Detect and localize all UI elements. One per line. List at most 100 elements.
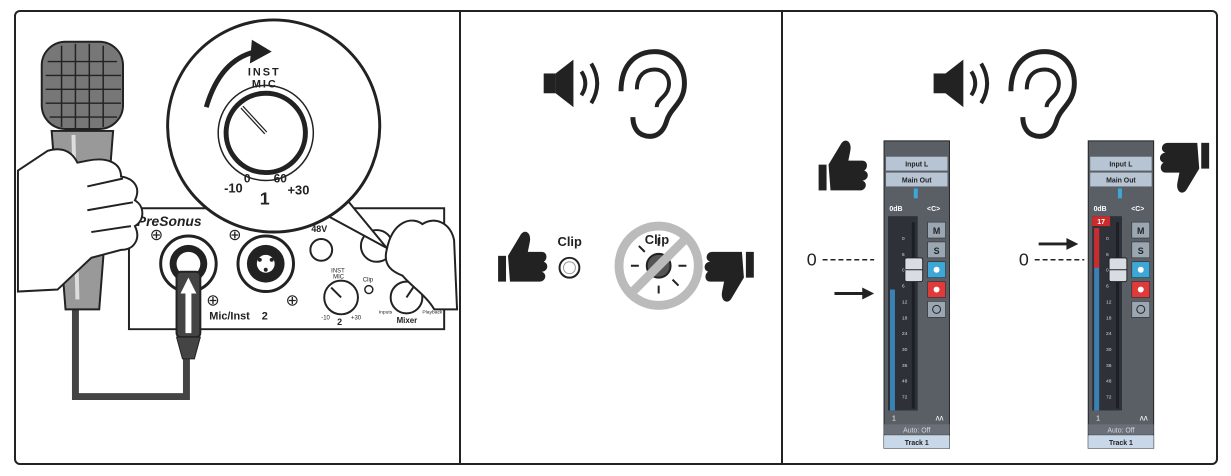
level-meter-over: [1094, 228, 1100, 268]
monitor-icon: [933, 266, 940, 273]
record-dot-icon: [1137, 286, 1144, 293]
mute-button[interactable]: [1131, 221, 1150, 239]
strip-pan-label: <C>: [1131, 206, 1144, 213]
meter-scale-tick: 0: [1106, 236, 1109, 242]
clip-label-good: Clip: [558, 234, 582, 249]
clip-label-bad: Clip: [645, 232, 669, 247]
fader-track: [911, 222, 915, 409]
level-arrow-left-head: [862, 287, 875, 300]
thumbs-down-icon: [1159, 142, 1210, 193]
meter-scale-tick: 18: [902, 315, 908, 321]
meter-scale-tick: 12: [1106, 299, 1112, 305]
meter-scale-tick: 0: [902, 236, 905, 242]
strip-level-label: 0dB: [889, 206, 902, 213]
small-knob-channel: 2: [337, 317, 342, 327]
mute-button-label: M: [1137, 226, 1144, 236]
meter-scale-tick: 24: [1106, 331, 1112, 337]
meter-scale-tick: 24: [902, 331, 908, 337]
strip-output-box: [1090, 172, 1152, 187]
panel-divider: [459, 12, 461, 463]
strip-pan-label: <C>: [927, 206, 940, 213]
strip-input-label: Input L: [905, 162, 929, 169]
level-meter: [889, 289, 895, 411]
meter-scale-tick: 48: [1106, 379, 1112, 385]
speaker-icon: [543, 59, 600, 108]
strip-level-label: 0dB: [1094, 206, 1107, 213]
waveform-icon: ʌʌ: [1140, 413, 1148, 422]
strip-channel-number: 1: [892, 415, 896, 422]
strip-input-box: [886, 156, 948, 171]
settings-button[interactable]: [1131, 301, 1150, 318]
meter-scale-tick: 0: [1106, 268, 1109, 274]
input-jack-2: [236, 234, 295, 294]
thumbs-up-icon: [498, 231, 548, 282]
clip-label-2: Clip: [363, 278, 374, 284]
knob-min-label: -10: [224, 180, 243, 195]
strip-input-label: Input L: [1109, 162, 1133, 169]
plus-icon: ⊕: [286, 292, 299, 309]
meter-scale-tick: 72: [1106, 395, 1112, 401]
finger-lines: [87, 177, 134, 234]
speaker-icon: [933, 59, 990, 108]
settings-button[interactable]: [927, 301, 946, 318]
meter-scale-tick: 12: [902, 299, 908, 305]
meter-scale-tick: 6: [1106, 284, 1109, 290]
knob-channel-label: 1: [260, 188, 270, 208]
record-dot-icon: [933, 286, 940, 293]
level-meter: [1094, 228, 1100, 411]
settings-icon: [932, 304, 942, 314]
mute-button[interactable]: [927, 221, 946, 239]
xlr-plug: [175, 270, 202, 360]
mixer-label: Mixer: [397, 316, 418, 325]
thumbs-up-icon: [818, 140, 868, 191]
track-name-label: Track 1: [905, 440, 929, 447]
input2-label: 2: [262, 310, 268, 322]
mute-button-label: M: [933, 226, 940, 236]
left-hand: [16, 148, 144, 293]
strip-output-box: [886, 172, 948, 187]
ear-icon: [1008, 49, 1077, 139]
solo-button[interactable]: [1131, 241, 1150, 259]
knob-label-mic: MIC: [252, 78, 278, 90]
knob-max-label: +30: [288, 182, 310, 197]
strip-channel-number: 1: [1096, 415, 1100, 422]
zero-label-left: 0: [807, 250, 817, 270]
mic-cable: [71, 309, 190, 401]
turn-arrow-head: [249, 39, 272, 64]
meter-scale-tick: 48: [902, 379, 908, 385]
meter-scale-tick: 30: [902, 347, 908, 353]
right-hand: [384, 219, 459, 311]
plus-icon: ⊕: [228, 227, 241, 244]
mixer-playback-label: Playback: [422, 309, 443, 315]
clip-led-off: [558, 256, 581, 279]
clip-led-2: [364, 284, 374, 295]
meter-scale-tick: 6: [902, 252, 905, 258]
thumbs-down-icon: [704, 251, 754, 302]
track-name-box: [1088, 435, 1154, 449]
clip-indicator: [1092, 216, 1111, 227]
automation-box: [1088, 424, 1154, 435]
turn-direction-arrow: [203, 49, 257, 108]
fader-track: [1115, 222, 1119, 409]
meter-scale-tick: 36: [902, 363, 908, 369]
strip-output-label: Main Out: [1106, 177, 1136, 184]
small-knob-max: +30: [351, 315, 362, 321]
zero-label-right: 0: [1019, 250, 1029, 270]
solo-button[interactable]: [927, 241, 946, 259]
track-name-box: [884, 435, 950, 449]
monitor-icon: [1137, 266, 1144, 273]
clip-led-on-prohibited: [614, 221, 703, 310]
meter-scale-tick: 18: [1106, 315, 1112, 321]
gain-knob-1-large: [217, 84, 315, 182]
meter-scale-tick: 30: [1106, 347, 1112, 353]
level-arrow-right-head: [1066, 237, 1079, 250]
clip-led-off-inner: [563, 261, 576, 275]
plus-icon: ⊕: [150, 227, 163, 244]
ear-icon: [618, 49, 687, 139]
input1-label: Mic/Inst: [209, 310, 250, 322]
knob-zero-label: 0: [244, 171, 251, 185]
phantom-power-button: [309, 237, 334, 262]
solo-button-label: S: [1138, 246, 1144, 256]
phantom-label: 48V: [311, 224, 327, 234]
